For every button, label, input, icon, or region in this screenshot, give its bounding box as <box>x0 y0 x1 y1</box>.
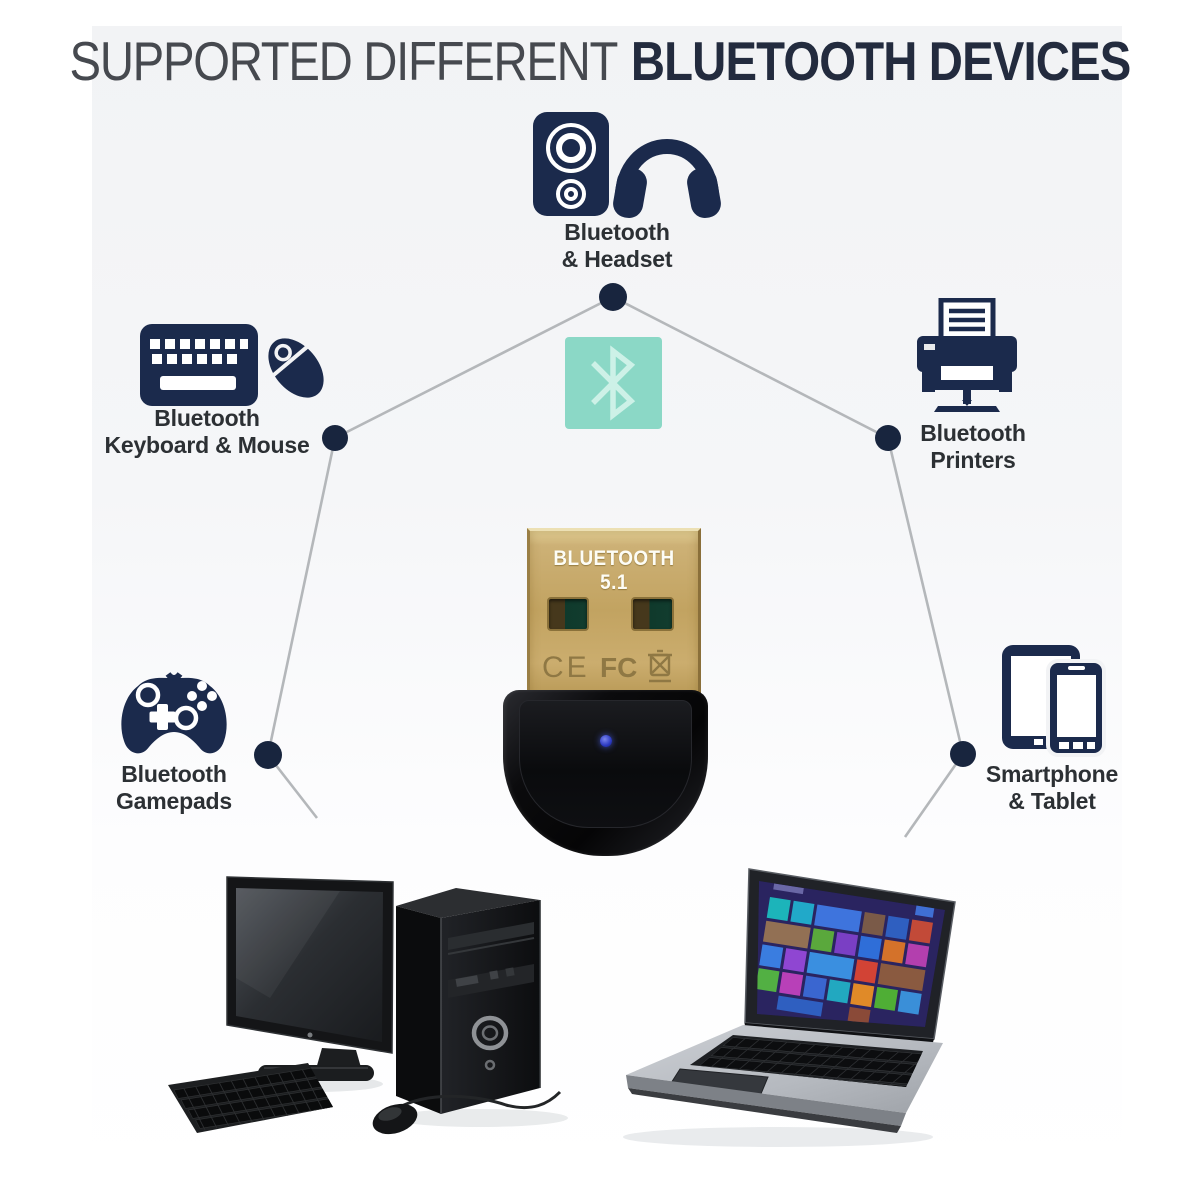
headphones-icon <box>613 139 721 219</box>
bluetooth-symbol-icon <box>565 337 662 429</box>
label-printers-line1: Bluetooth <box>920 420 1026 446</box>
usb-contact-slot <box>547 597 589 631</box>
page-title: SUPPORTED DIFFERENT BLUETOOTH DEVICES <box>70 30 1132 92</box>
label-headset-line2: & Headset <box>561 245 673 272</box>
adapter-print: BLUETOOTH 5.1 <box>553 547 675 594</box>
keyboard-icon <box>140 324 258 406</box>
connection-node-printer <box>875 425 901 451</box>
line-phone-to-laptop <box>903 753 965 838</box>
label-printers-line2: Printers <box>930 446 1016 473</box>
power-button <box>484 1059 496 1071</box>
laptop-screen <box>744 868 956 1040</box>
desk-keyboard <box>168 1063 333 1133</box>
label-keyboard-mouse: Bluetooth Keyboard & Mouse <box>87 405 327 458</box>
label-keyboard-line1: Bluetooth <box>154 405 260 431</box>
smartphone-tablet-icon-group <box>1002 645 1106 757</box>
usb-connector: BLUETOOTH 5.1 CE FC <box>527 528 701 707</box>
desktop-computer-photo <box>168 876 568 1135</box>
laptop-shadow <box>623 1127 933 1147</box>
line-hub-to-printer <box>612 295 889 440</box>
desk-mouse <box>372 1090 562 1135</box>
connection-node-phone <box>950 741 976 767</box>
label-keyboard-line2: Keyboard & Mouse <box>104 431 310 458</box>
connection-node-gamepad <box>254 741 282 769</box>
windows-tile-screen <box>757 881 945 1027</box>
line-group <box>266 295 965 838</box>
node-group <box>254 283 976 769</box>
crossed-out-bin-icon <box>648 649 672 683</box>
label-smartphone-line2: & Tablet <box>1008 787 1096 814</box>
title-prefix: SUPPORTED DIFFERENT <box>69 30 619 92</box>
label-headset: Bluetooth & Headset <box>537 219 697 272</box>
label-gamepads: Bluetooth Gamepads <box>94 761 254 814</box>
line-keyboard-to-gamepad <box>266 437 337 756</box>
laptop-base <box>626 1025 943 1133</box>
laptop-front-edge <box>626 1075 906 1126</box>
usb-contact-slot <box>631 597 674 631</box>
laptop-photo <box>623 868 956 1147</box>
adapter-body <box>503 690 708 856</box>
ce-mark: CE <box>542 651 590 684</box>
smartphone-icon <box>1046 659 1106 757</box>
line-printer-to-phone <box>886 437 965 755</box>
label-smartphone-line1: Smartphone <box>985 761 1119 787</box>
label-headset-line1: Bluetooth <box>564 219 670 245</box>
tower-shadow <box>392 1109 568 1127</box>
connection-node-keyboard <box>322 425 348 451</box>
monitor-screen <box>236 888 383 1042</box>
title-emphasis: BLUETOOTH DEVICES <box>630 30 1131 92</box>
keyboard-mouse-icon-group <box>140 324 324 406</box>
headset-icon-group <box>533 112 721 219</box>
label-gamepads-line2: Gamepads <box>115 787 232 814</box>
adapter-body-panel <box>519 700 692 828</box>
tower <box>396 888 541 1114</box>
gamepad-icon <box>121 672 227 754</box>
connection-node-headset <box>599 283 627 311</box>
monitor <box>226 876 394 1081</box>
mouse-icon <box>268 338 324 398</box>
line-hub-to-keyboard <box>334 295 614 440</box>
led-indicator <box>600 735 612 747</box>
label-smartphone-tablet: Smartphone & Tablet <box>972 761 1132 814</box>
cert-marks: CE FC <box>542 649 672 684</box>
speaker-icon <box>533 112 609 216</box>
label-printers: Bluetooth Printers <box>893 420 1053 473</box>
tower-logo <box>471 1015 509 1051</box>
label-gamepads-line1: Bluetooth <box>121 761 227 787</box>
printer-icon <box>917 298 1017 412</box>
fc-mark: FC <box>600 652 637 683</box>
